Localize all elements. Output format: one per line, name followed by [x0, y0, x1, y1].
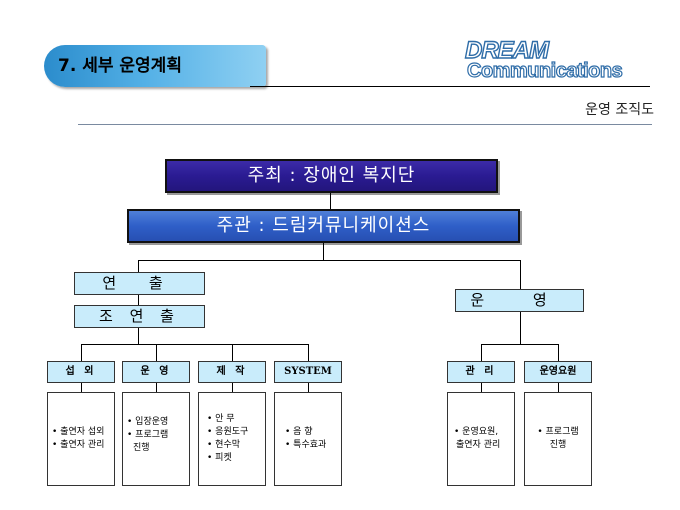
- list-item: • 프로그램: [537, 427, 579, 437]
- list-item: • 출연자 관리: [52, 440, 105, 450]
- dept-production: 제 작: [198, 361, 266, 383]
- dept-operation: 운 영: [122, 361, 190, 383]
- dept-casting: 섭 외: [47, 361, 115, 383]
- connector-to-operation: [520, 260, 521, 289]
- connector-left-horizontal: [81, 344, 309, 345]
- dept-system: SYSTEM: [274, 361, 342, 383]
- connector-main-horizontal: [138, 260, 521, 261]
- directing-box: 연 출: [74, 272, 205, 295]
- operation-box: 운 영: [455, 289, 584, 312]
- subtitle-divider: [78, 124, 652, 125]
- detail-casting: • 출연자 섭외 • 출연자 관리: [47, 392, 115, 486]
- connector-dept5: [481, 344, 482, 361]
- detail-management: • 운영요원, 출연자 관리: [447, 392, 515, 486]
- connector-to-directing: [138, 260, 139, 272]
- list-item: 진행: [133, 443, 150, 453]
- host-banner: 주최 : 장애인 복지단: [165, 159, 498, 193]
- connector-dept1-detail: [81, 383, 82, 392]
- detail-system: • 음 향 • 특수효과: [274, 392, 342, 486]
- section-tab: [44, 45, 266, 87]
- logo-communications: Communications: [466, 59, 623, 82]
- connector-dept3: [232, 344, 233, 361]
- detail-staff: • 프로그램 진행: [524, 392, 592, 486]
- organizer-banner: 주관 : 드림커뮤니케이션스: [127, 209, 520, 243]
- connector-dept2-detail: [156, 383, 157, 392]
- connector-organizer-down: [323, 243, 324, 260]
- page-subtitle: 운영 조직도: [585, 102, 654, 118]
- assistant-directing-box: 조 연 출: [74, 305, 205, 328]
- list-item: 진행: [549, 440, 567, 450]
- connector-right-horizontal: [481, 344, 558, 345]
- connector-dept6-detail: [558, 383, 559, 392]
- list-item: • 운영요원,: [454, 427, 499, 437]
- list-item: • 출연자 섭외: [52, 427, 105, 437]
- dept-staff: 운영요원: [524, 361, 592, 383]
- list-item: • 응원도구: [207, 427, 249, 437]
- logo-dream: DREAM: [464, 37, 549, 64]
- list-item: • 안 무: [207, 414, 235, 424]
- connector-host-organizer: [330, 193, 331, 209]
- connector-assist-down: [138, 328, 139, 344]
- connector-dept2: [156, 344, 157, 361]
- connector-dept5-detail: [481, 383, 482, 392]
- list-item: • 현수막: [207, 440, 241, 450]
- header-divider: [250, 86, 650, 87]
- list-item: • 음 향: [285, 427, 313, 437]
- connector-operation-down: [520, 312, 521, 344]
- list-item: • 입장운영: [127, 417, 169, 427]
- connector-dept4-detail: [308, 383, 309, 392]
- list-item: • 특수효과: [285, 440, 327, 450]
- list-item: 출연자 관리: [456, 440, 501, 450]
- detail-operation: • 입장운영 • 프로그램 진행: [122, 392, 190, 486]
- list-item: • 피켓: [207, 453, 232, 463]
- list-item: • 프로그램: [127, 430, 169, 440]
- connector-dept6: [558, 344, 559, 361]
- connector-directing-assist: [138, 295, 139, 305]
- connector-dept3-detail: [232, 383, 233, 392]
- dept-management: 관 리: [447, 361, 515, 383]
- detail-production: • 안 무 • 응원도구 • 현수막 • 피켓: [198, 392, 266, 486]
- connector-dept1: [81, 344, 82, 361]
- section-title: 7. 세부 운영계획: [58, 56, 182, 76]
- connector-dept4: [308, 344, 309, 361]
